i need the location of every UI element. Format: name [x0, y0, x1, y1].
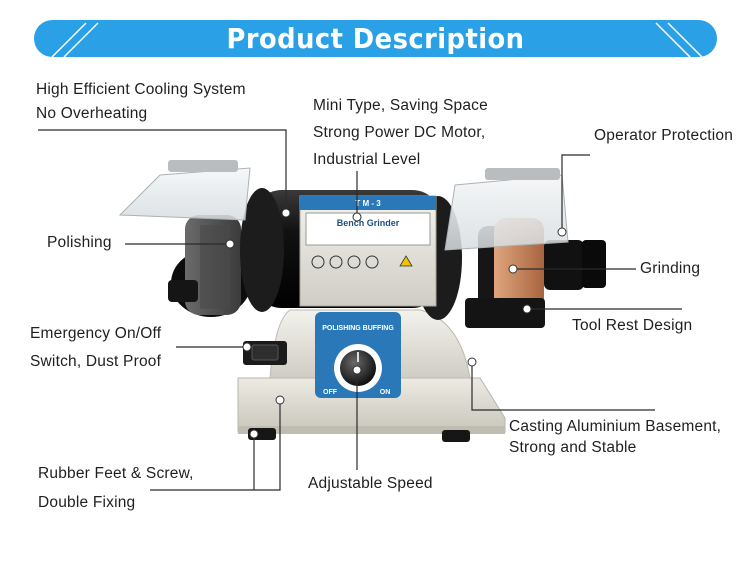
eye-shield-left — [118, 160, 251, 221]
feature-cooling: High Efficient Cooling System No Overhea… — [36, 78, 246, 126]
feature-emergency-line1: Emergency On/Off — [30, 325, 162, 342]
feature-casting: Casting Aluminium Basement, Strong and S… — [509, 416, 721, 458]
feature-motor-line3: Industrial Level — [313, 151, 421, 168]
knob-off-label: OFF — [323, 389, 338, 396]
eye-shield-right — [444, 168, 569, 251]
header-banner: Product Description — [34, 20, 717, 57]
feature-polishing: Polishing — [47, 231, 112, 255]
polishing-wheel — [168, 215, 251, 317]
feature-emergency: Emergency On/Off Switch, Dust Proof — [30, 320, 161, 376]
name-plate: Bench Grinder — [337, 218, 400, 228]
feature-feet-line2: Double Fixing — [38, 494, 136, 511]
feature-grinding-line1: Grinding — [640, 260, 701, 277]
panel-title: POLISHING BUFFING — [322, 325, 394, 332]
feature-motor: Mini Type, Saving Space Strong Power DC … — [313, 92, 488, 173]
feature-casting-line2: Strong and Stable — [509, 439, 637, 456]
model-label: T M - 3 — [355, 199, 381, 208]
feature-polishing-line1: Polishing — [47, 234, 112, 251]
feature-motor-line1: Mini Type, Saving Space — [313, 97, 488, 114]
feature-speed-line1: Adjustable Speed — [308, 475, 433, 492]
emergency-switch — [243, 341, 287, 365]
page-title: Product Description — [226, 22, 525, 55]
motor-body — [240, 188, 462, 320]
feature-protection-line1: Operator Protection — [594, 127, 734, 144]
feature-cooling-line1: High Efficient Cooling System — [36, 81, 246, 98]
feature-casting-line1: Casting Aluminium Basement, — [509, 418, 722, 435]
feature-emergency-line2: Switch, Dust Proof — [30, 353, 162, 370]
feature-motor-line2: Strong Power DC Motor, — [313, 124, 486, 141]
feature-tool-rest: Tool Rest Design — [572, 314, 692, 338]
feature-grinding: Grinding — [640, 257, 700, 281]
feature-tool-rest-line1: Tool Rest Design — [572, 317, 693, 334]
grinding-wheel — [465, 218, 606, 328]
knob-on-label: ON — [380, 389, 391, 396]
feature-protection: Operator Protection — [594, 124, 733, 148]
banner-decor-lines — [51, 22, 703, 57]
feature-speed: Adjustable Speed — [308, 472, 433, 496]
feature-cooling-line2: No Overheating — [36, 105, 148, 122]
feature-feet-line1: Rubber Feet & Screw, — [38, 465, 194, 482]
feature-feet: Rubber Feet & Screw, Double Fixing — [38, 459, 194, 517]
